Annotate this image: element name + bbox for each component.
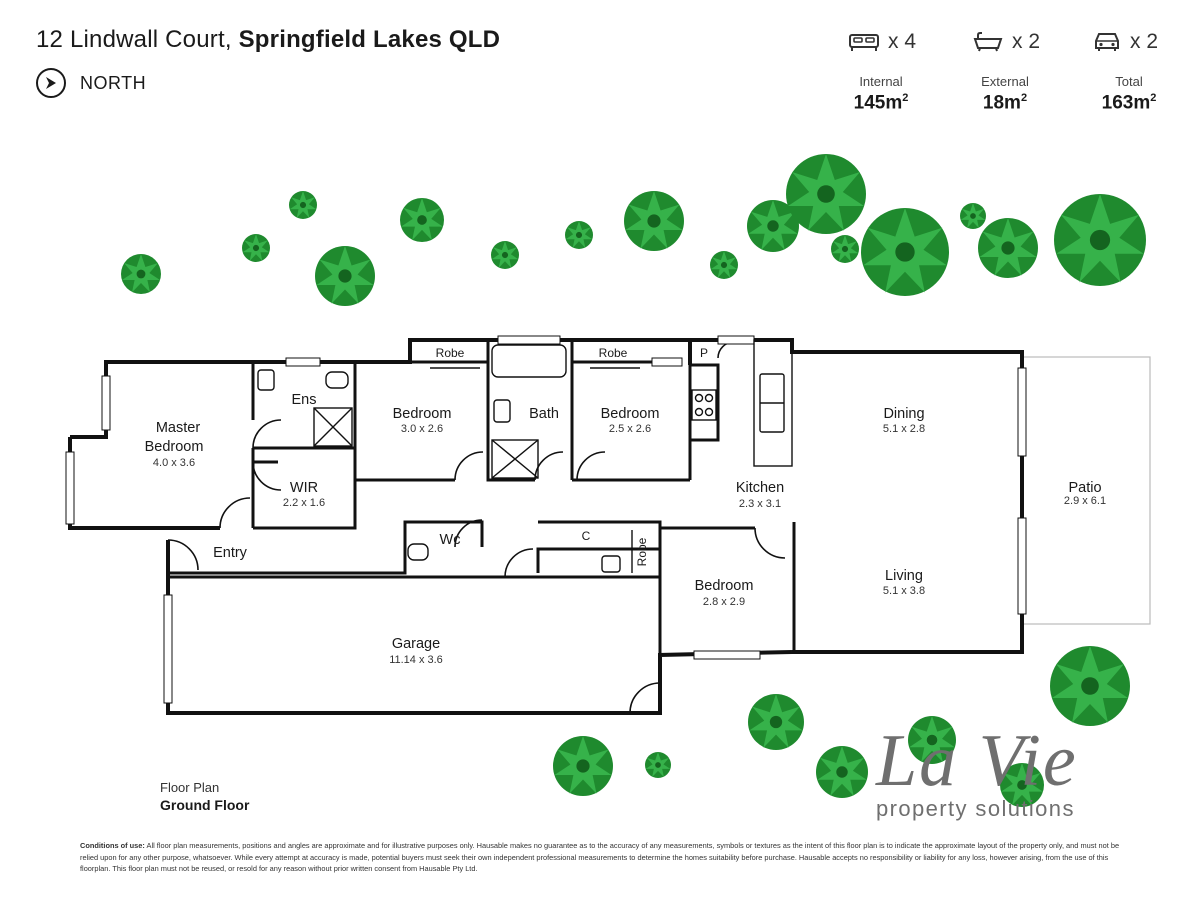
compass-icon [36, 68, 66, 98]
north-label: NORTH [80, 72, 147, 93]
internal-area-value: 145m2 [853, 92, 909, 114]
living-dim: 5.1 x 3.8 [883, 585, 925, 597]
bedroom-count-value: x 4 [888, 30, 917, 53]
brand-logo-name: La Vie [876, 720, 1078, 802]
pantry-label: P [700, 346, 708, 360]
external-area-label: External [981, 74, 1029, 89]
master-bedroom-label-2: Bedroom [145, 439, 204, 455]
floor-plan-caption: Floor Plan Ground Floor [160, 780, 249, 813]
robe-label-2: Robe [599, 346, 628, 360]
windows [65, 335, 1027, 704]
living-label: Living [885, 568, 923, 584]
patio-dim: 2.9 x 6.1 [1064, 495, 1106, 507]
robe-label-1: Robe [436, 346, 465, 360]
brand-logo-tagline: property solutions [876, 796, 1075, 821]
bedroom4-label: Bedroom [695, 578, 754, 594]
fixtures [257, 339, 793, 573]
bedroom-count: x 4 [848, 30, 916, 54]
external-area-value: 18m2 [982, 92, 1028, 114]
kitchen-label: Kitchen [736, 480, 784, 496]
conditions-of-use: Conditions of use: All floor plan measur… [80, 840, 1125, 875]
suburb: Springfield Lakes QLD [238, 26, 501, 53]
carspace-count-value: x 2 [1130, 30, 1159, 53]
total-area-value: 163m2 [1101, 92, 1157, 114]
dining-dim: 5.1 x 2.8 [883, 423, 925, 435]
bedroom3-dim: 2.5 x 2.6 [609, 423, 651, 435]
wir-label: WIR [290, 480, 318, 496]
conditions-text: All floor plan measurements, positions a… [80, 841, 1120, 874]
car-icon [1092, 31, 1122, 53]
exterior-walls [68, 338, 1024, 715]
entry-label: Entry [213, 545, 248, 561]
ensuite-label: Ens [292, 392, 317, 408]
wir-dim: 2.2 x 1.6 [283, 497, 325, 509]
bathroom-count-value: x 2 [1012, 30, 1041, 53]
bedroom3-label: Bedroom [601, 406, 660, 422]
street-address: 12 Lindwall Court, [36, 26, 232, 53]
garage-dim: 11.14 x 3.6 [389, 654, 443, 666]
internal-area-label: Internal [859, 74, 903, 89]
property-address: 12 Lindwall Court, Springfield Lakes QLD [36, 26, 500, 54]
bathroom-count: x 2 [972, 30, 1040, 54]
wc-label: Wc [440, 532, 461, 548]
cupboard-label: C [582, 529, 591, 543]
conditions-label: Conditions of use: [80, 841, 145, 850]
north-indicator: NORTH [36, 68, 146, 98]
internal-area: Internal 145m2 [826, 74, 936, 114]
total-area: Total 163m2 [1074, 74, 1184, 114]
patio-label: Patio [1068, 480, 1101, 496]
interior-walls [166, 340, 796, 655]
dining-label: Dining [883, 406, 924, 422]
brand-logo: La Vie property solutions [876, 724, 1116, 822]
bedroom2-label: Bedroom [393, 406, 452, 422]
bedroom4-dim: 2.8 x 2.9 [703, 596, 745, 608]
room-labels: Master Bedroom 4.0 x 3.6 Ens WIR 2.2 x 1… [145, 346, 1107, 666]
bath-icon [972, 31, 1004, 53]
floor-plan-caption-title: Floor Plan [160, 780, 220, 795]
carspace-count: x 2 [1092, 30, 1158, 54]
total-area-label: Total [1115, 74, 1143, 89]
bath-label: Bath [529, 406, 559, 422]
bed-icon [848, 31, 880, 53]
bedroom2-dim: 3.0 x 2.6 [401, 423, 443, 435]
external-area: External 18m2 [950, 74, 1060, 114]
kitchen-dim: 2.3 x 3.1 [739, 498, 781, 510]
floor-plan-caption-floor: Ground Floor [160, 797, 250, 813]
master-bedroom-dim: 4.0 x 3.6 [153, 457, 195, 469]
robe-label-3: Robe [635, 537, 649, 566]
door-swings [167, 341, 786, 714]
garage-label: Garage [392, 636, 440, 652]
master-bedroom-label-1: Master [156, 420, 200, 436]
